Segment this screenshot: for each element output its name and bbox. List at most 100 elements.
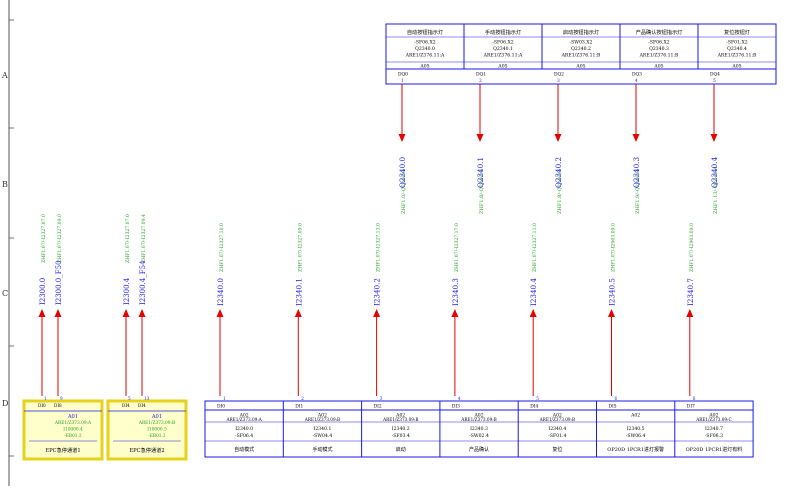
safety-xref-label: ZHF1.07/-I2327.07.0 bbox=[41, 214, 47, 263]
input-module-frame bbox=[204, 400, 754, 458]
input-channel: DI1 bbox=[295, 405, 303, 410]
output-pin-number: 4 bbox=[635, 79, 638, 84]
output-label: 产品确认按钮指示灯 bbox=[636, 28, 683, 36]
safety-pin-number: 13 bbox=[144, 396, 150, 401]
safety-tag: I10000.5 bbox=[147, 428, 167, 433]
output-channel: DQ0 bbox=[398, 73, 408, 78]
output-address-label: Q2340.1 bbox=[476, 157, 485, 188]
input-xref-label: ZHF1.07/-I2327.11.0 bbox=[532, 223, 538, 272]
input-device: -SW04.4 bbox=[313, 433, 333, 439]
input-label: 手动模式 bbox=[312, 446, 332, 453]
input-tag: I2340.1 bbox=[314, 426, 332, 432]
output-label: 启动按钮指示灯 bbox=[563, 28, 599, 36]
input-ref: ARE1/Z373.09:B bbox=[539, 417, 575, 422]
output-xref-label: ZHF1.8/-Q2340.1 bbox=[479, 170, 485, 214]
input-address-label: I2340.0 bbox=[216, 278, 225, 306]
input-xref-label: ZHF1.07/-I2327.13.0 bbox=[376, 223, 382, 272]
input-pin-number: 8 bbox=[693, 396, 696, 401]
safety-label: EPC急停通道2 bbox=[129, 446, 164, 454]
input-address-label: I2340.3 bbox=[451, 278, 460, 306]
input-xref-label: ZHF1.07/-I2327.10.0 bbox=[219, 223, 225, 272]
input-module-code: A02 bbox=[317, 413, 327, 419]
input-xref-label: ZHF1.07/-I2903.09.0 bbox=[611, 223, 617, 272]
input-module-code: A02 bbox=[239, 413, 249, 419]
safety-label: EPC急停通道1 bbox=[45, 446, 80, 454]
input-tag: I2340.4 bbox=[548, 426, 566, 432]
safety-address-label: I2300.4_F54 bbox=[139, 260, 147, 305]
output-module: 自动按钮指示灯-SF06.X2Q2340.0ARE1/Z376.11:AA05D… bbox=[385, 23, 777, 214]
safety-tag: I10000.4 bbox=[63, 428, 83, 433]
input-address-label: I2340.4 bbox=[529, 278, 538, 306]
input-module-code: A02 bbox=[552, 413, 562, 419]
input-module-code: A02 bbox=[630, 413, 640, 419]
input-label: 启动 bbox=[396, 446, 406, 453]
output-xref-label: ZHF1.0/-Q2340.0 bbox=[401, 170, 407, 214]
output-tag: Q2340.3 bbox=[649, 46, 669, 52]
input-tag: I2340.5 bbox=[627, 426, 645, 432]
output-module-code: A05 bbox=[731, 64, 741, 70]
output-label: 手动按钮指示灯 bbox=[485, 28, 521, 36]
input-ref: ARE1/Z373.09:C bbox=[695, 417, 732, 422]
input-address-label: I2340.7 bbox=[686, 278, 695, 306]
output-label: 复位按钮灯 bbox=[724, 28, 750, 36]
output-xref-label: ZHF1.8/-Q2340.2 bbox=[557, 170, 563, 214]
safety-channel: DI4 bbox=[122, 403, 130, 408]
input-pin-number: 2 bbox=[301, 396, 304, 401]
input-tag: I2340.0 bbox=[235, 426, 253, 432]
safety-input-module: A01ARE1/Z373.09:AI10000.4-EB01.2EPC急停通道1… bbox=[22, 214, 188, 461]
input-ref: ARE1/Z373.09:B bbox=[304, 417, 340, 422]
output-device: -SW03.X2 bbox=[570, 40, 593, 46]
output-tag: Q2340.4 bbox=[727, 46, 747, 52]
input-module: DI01A02ARE1/Z373.09:AI2340.0-SF06.4自动模式Z… bbox=[204, 223, 754, 458]
output-address-label: Q2340.4 bbox=[710, 157, 719, 188]
safety-address-label: I2300.0_F50 bbox=[55, 260, 63, 305]
input-channel: DI2 bbox=[374, 405, 382, 410]
input-channel: DI7 bbox=[687, 405, 695, 410]
input-pin-number: 6 bbox=[615, 396, 618, 401]
input-channel: DI5 bbox=[609, 405, 617, 410]
input-tag: I2340.2 bbox=[392, 426, 410, 432]
input-ref: ARE1/Z373.09:B bbox=[460, 417, 496, 422]
safety-module-title: A01 bbox=[67, 414, 78, 420]
input-channel: DI3 bbox=[452, 405, 460, 410]
input-tag: I2340.7 bbox=[705, 426, 723, 432]
input-pin-number: 5 bbox=[536, 396, 539, 401]
input-ref: ARE1/Z373.09:A bbox=[225, 417, 262, 422]
input-label: OP20D 1PCR1进灯有料 bbox=[686, 446, 743, 453]
row-label-a: A bbox=[1, 71, 8, 80]
input-label: 自动模式 bbox=[234, 446, 254, 453]
output-module-code: A05 bbox=[419, 64, 429, 70]
output-ref: ARE1/Z376.11:B bbox=[717, 53, 757, 59]
input-device: -SW02.4 bbox=[469, 433, 489, 439]
output-device: -SF06.X2 bbox=[492, 40, 513, 46]
row-label-c: C bbox=[2, 289, 8, 298]
input-pin-number: 4 bbox=[458, 396, 461, 401]
output-module-code: A05 bbox=[497, 64, 507, 70]
safety-xref-label: ZHF1.07/-I2327.09.4 bbox=[141, 214, 147, 263]
input-module-code: A02 bbox=[708, 413, 718, 419]
safety-xref-label: ZHF1.07/-I2327.07.0 bbox=[125, 214, 131, 263]
input-device: -SW06.4 bbox=[626, 433, 646, 439]
safety-ref: ARE1/Z373.09:A bbox=[54, 421, 92, 426]
input-channel: DI4 bbox=[530, 405, 538, 410]
output-label: 自动按钮指示灯 bbox=[407, 28, 443, 36]
output-channel: DQ1 bbox=[476, 73, 486, 78]
input-device: -SF01.4 bbox=[548, 433, 566, 439]
output-module-code: A05 bbox=[653, 64, 663, 70]
input-pin-number: 3 bbox=[380, 396, 383, 401]
input-address-label: I2340.2 bbox=[373, 278, 382, 306]
output-tag: Q2340.2 bbox=[571, 46, 591, 52]
safety-xref-label: ZHF1.07/-I2327.09.0 bbox=[57, 214, 63, 263]
row-label-d: D bbox=[2, 399, 8, 408]
output-channel: DQ2 bbox=[554, 73, 564, 78]
input-xref-label: ZHF1.07/-I2903.09.0 bbox=[689, 223, 695, 272]
output-tag: Q2340.1 bbox=[493, 46, 513, 52]
input-channel: DI0 bbox=[217, 405, 225, 410]
input-device: -SF06.3 bbox=[705, 433, 723, 439]
output-device: -SF01.X2 bbox=[726, 40, 747, 46]
input-module-code: A02 bbox=[395, 413, 405, 419]
output-channel: DQ4 bbox=[710, 73, 720, 78]
input-device: -SF03.4 bbox=[392, 433, 410, 439]
